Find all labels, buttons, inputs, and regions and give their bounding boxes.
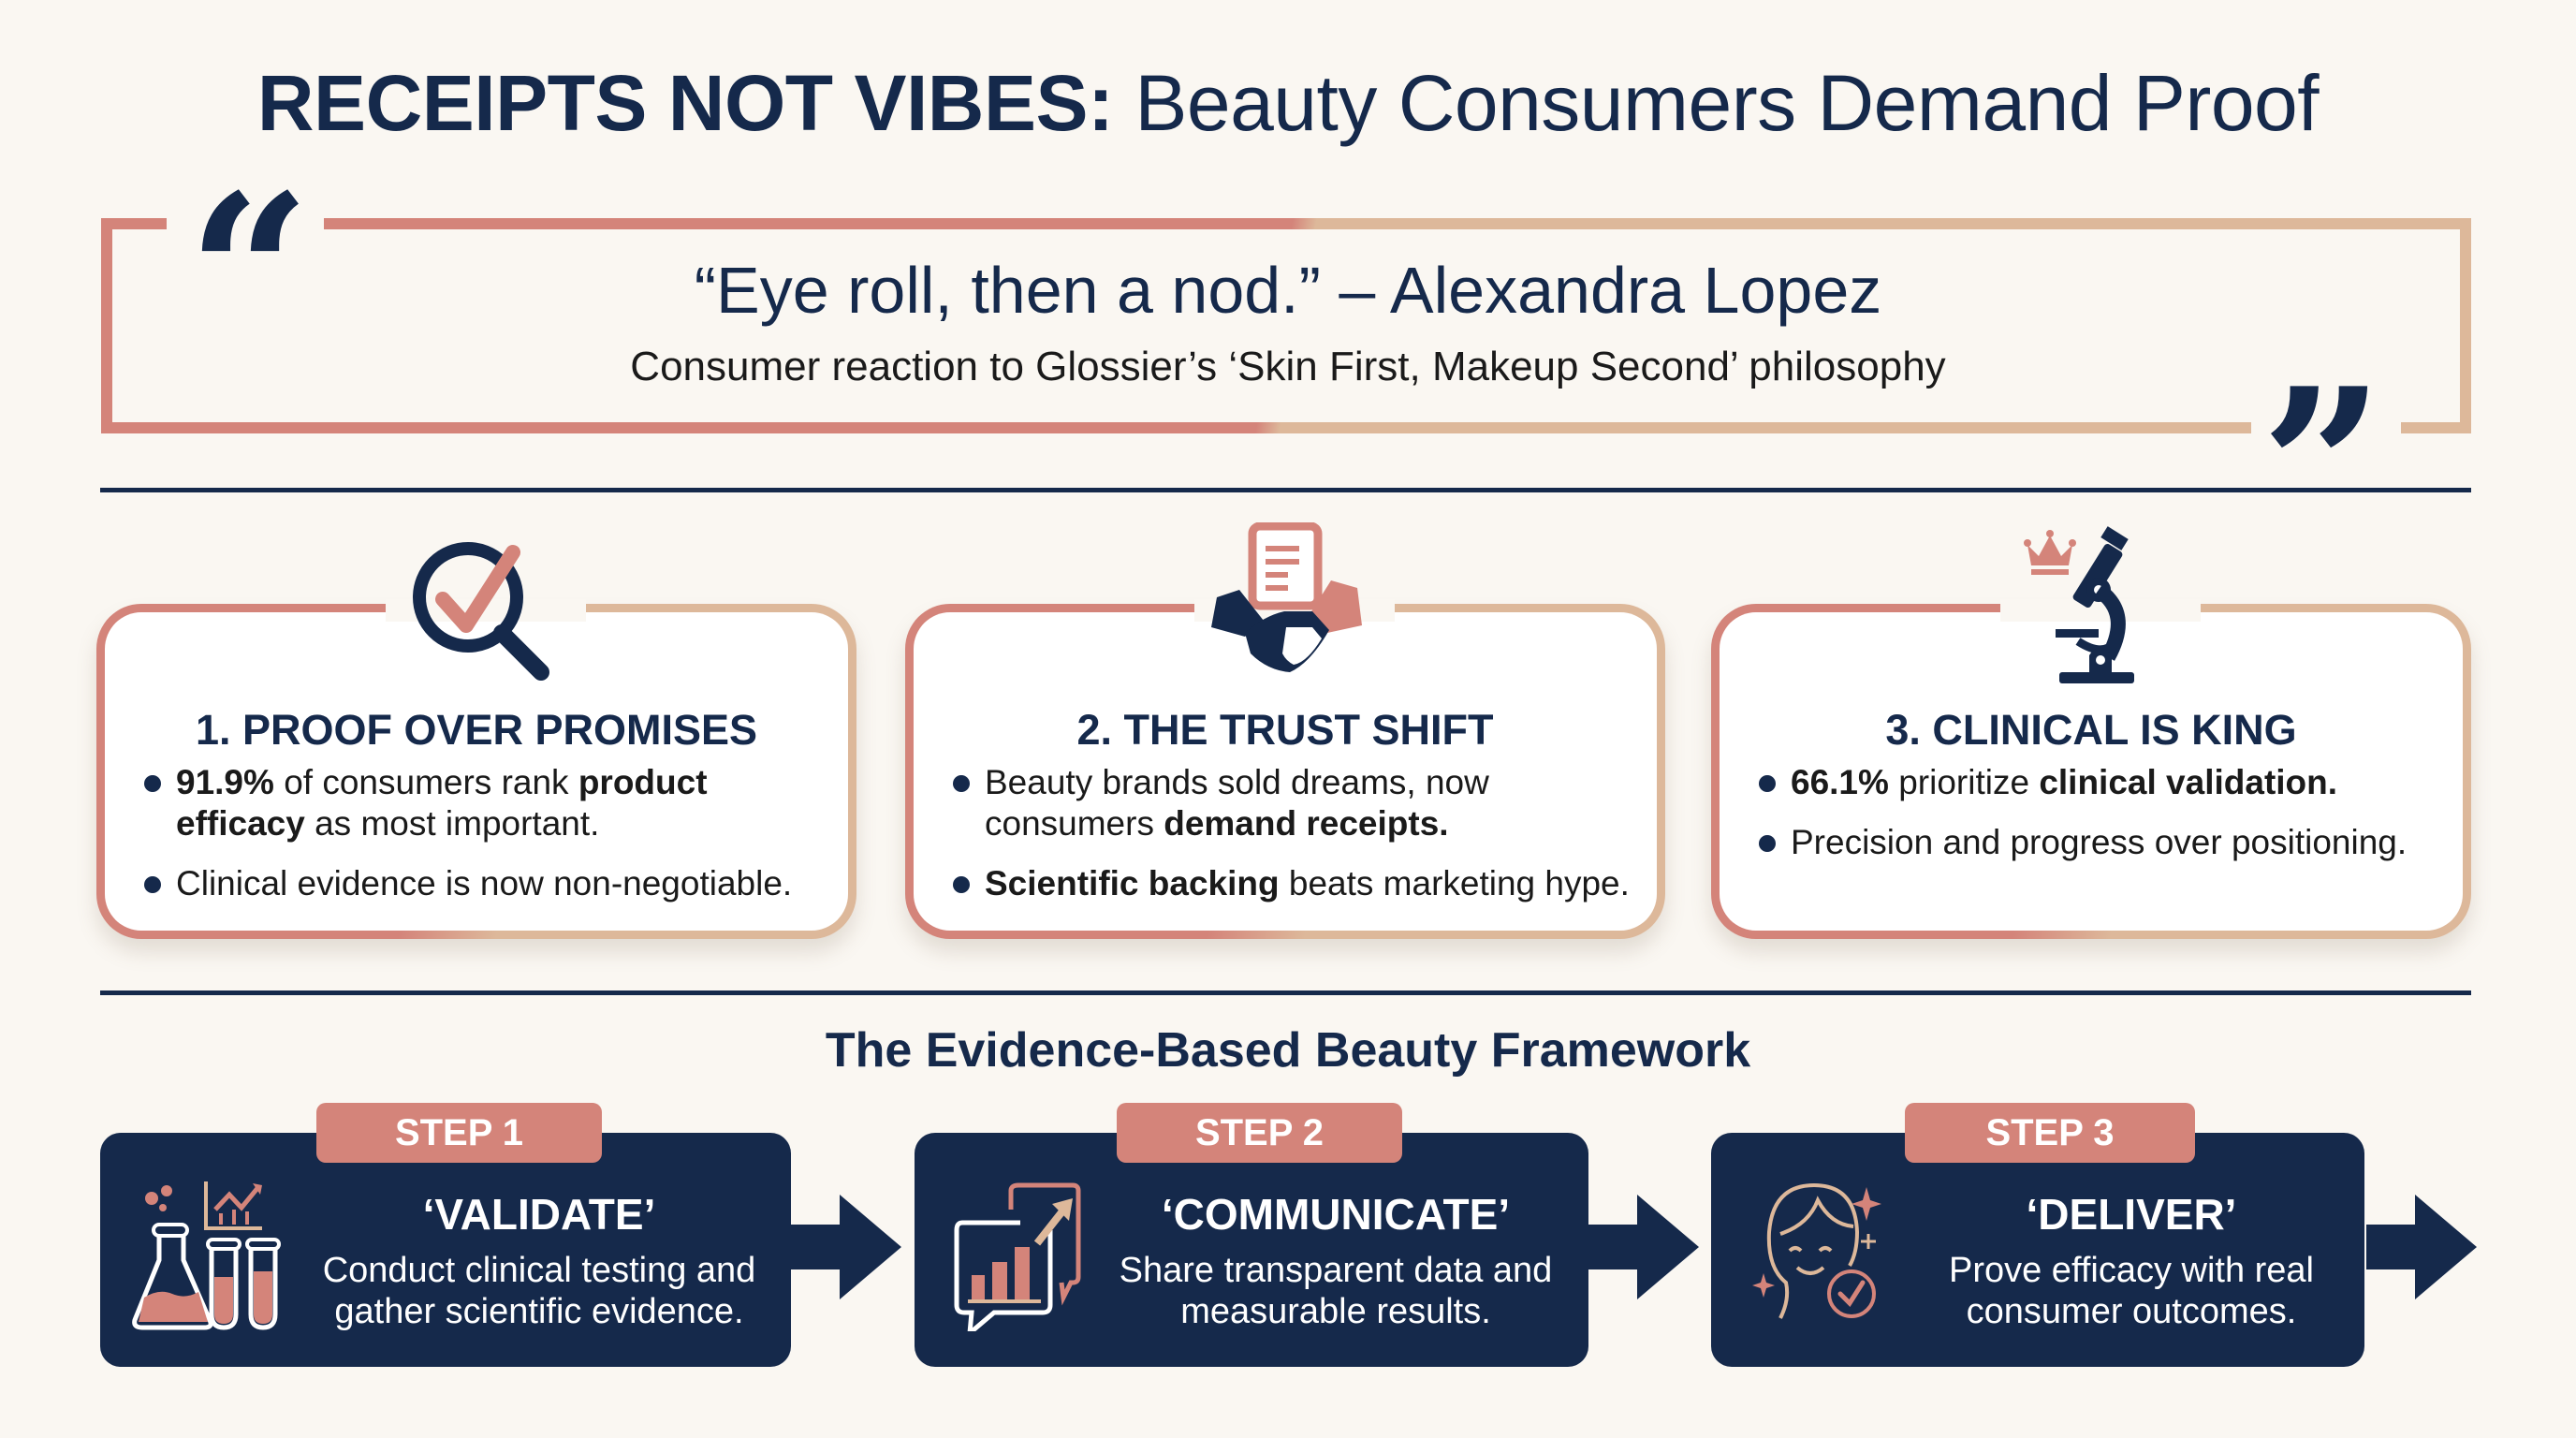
- bullet-item: Beauty brands sold dreams, now consumers…: [951, 762, 1638, 844]
- bullet-emphasis: 66.1%: [1791, 763, 1889, 801]
- card-title: 3. CLINICAL IS KING: [1885, 706, 2297, 754]
- step-2-badge: STEP 2: [1117, 1103, 1402, 1163]
- step-1-badge: STEP 1: [316, 1103, 602, 1163]
- step-description: Share transparent data and measurable re…: [1119, 1251, 1553, 1331]
- bullet-emphasis: clinical validation.: [2039, 763, 2338, 801]
- card-clinical-is-king: 3. CLINICAL IS KING 66.1% prioritize cli…: [1711, 599, 2471, 939]
- framework-title: The Evidence-Based Beauty Framework: [825, 1023, 1751, 1078]
- bullet-item: 91.9% of consumers rank product efficacy…: [142, 762, 829, 844]
- bullet-emphasis: product efficacy: [176, 763, 708, 843]
- card-proof-over-promises: 1. PROOF OVER PROMISES 91.9% of consumer…: [96, 599, 856, 939]
- arrow-right-icon: [791, 1195, 901, 1299]
- bullet-emphasis: demand receipts.: [1164, 804, 1449, 843]
- handshake-receipt-icon: [1211, 522, 1362, 672]
- chat-bar-chart-icon: [954, 1182, 1081, 1331]
- page-title: RECEIPTS NOT VIBES: Beauty Consumers Dem…: [0, 58, 2576, 149]
- bullet-emphasis: 91.9%: [176, 763, 274, 801]
- quote-border-gap: [2251, 417, 2401, 443]
- lab-flask-chart-icon: [132, 1181, 281, 1330]
- step-description: Conduct clinical testing and gather scie…: [322, 1251, 756, 1331]
- quote-subtext: Consumer reaction to Glossier’s ‘Skin Fi…: [630, 344, 1946, 389]
- bullet-item: Clinical evidence is now non-negotiable.: [142, 863, 829, 904]
- magnifier-check-icon: [413, 542, 549, 681]
- microscope-crown-icon: [2024, 526, 2134, 683]
- step-name: ‘VALIDATE’: [422, 1190, 656, 1239]
- bullet-item: 66.1% prioritize clinical validation.: [1757, 762, 2444, 803]
- page-title-bold: RECEIPTS NOT VIBES:: [256, 59, 1114, 147]
- arrow-right-icon: [1588, 1195, 1699, 1299]
- step-name: ‘DELIVER’: [2026, 1190, 2237, 1239]
- arrow-right-icon: [2366, 1195, 2477, 1299]
- bullet-item: Precision and progress over positioning.: [1757, 822, 2444, 863]
- quote-box: [101, 218, 2471, 433]
- card-bullets: 66.1% prioritize clinical validation. Pre…: [1757, 762, 2444, 882]
- section-divider: [100, 990, 2471, 995]
- card-title: 2. THE TRUST SHIFT: [1076, 706, 1494, 754]
- step-name: ‘COMMUNICATE’: [1161, 1190, 1511, 1239]
- quote-border-gap: [167, 211, 324, 237]
- section-divider: [100, 488, 2471, 492]
- card-bullets: 91.9% of consumers rank product efficacy…: [142, 762, 829, 923]
- step-description: Prove efficacy with real consumer outcom…: [1948, 1251, 2315, 1331]
- quote-text: “Eye roll, then a nod.” – Alexandra Lope…: [694, 254, 1882, 327]
- step-3-badge: STEP 3: [1905, 1103, 2195, 1163]
- bullet-item: Scientific backing beats marketing hype.: [951, 863, 1638, 904]
- card-bullets: Beauty brands sold dreams, now consumers…: [951, 762, 1638, 923]
- open-quote-icon: “: [187, 148, 312, 401]
- happy-face-check-icon: [1752, 1182, 1881, 1319]
- page-title-rest: Beauty Consumers Demand Proof: [1113, 59, 2320, 147]
- close-quote-icon: ”: [2261, 342, 2385, 594]
- bullet-emphasis: Scientific backing: [985, 864, 1280, 902]
- card-title: 1. PROOF OVER PROMISES: [195, 706, 758, 754]
- card-border-gap: [2000, 599, 2201, 622]
